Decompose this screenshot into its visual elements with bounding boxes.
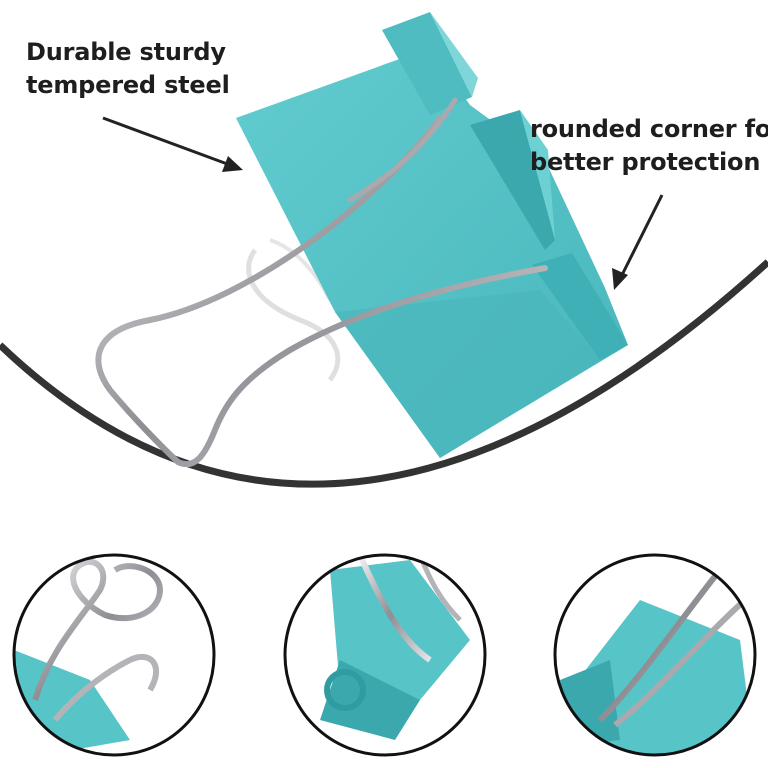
steel-callout-arrow	[102, 116, 243, 172]
corner-callout-line-1: rounded corner for	[530, 115, 768, 143]
detail-circle-folded-edge	[283, 553, 487, 757]
detail-circle-rounded-corner	[553, 553, 757, 757]
corner-callout-line-2: better protection	[530, 148, 761, 176]
binder-clip-body	[236, 12, 628, 458]
steel-callout-line-1: Durable sturdy	[26, 38, 226, 66]
corner-callout-arrow	[612, 194, 664, 290]
wire-handle-front	[95, 115, 548, 467]
detail-circle-wire-loop	[12, 553, 216, 757]
background-arc	[0, 259, 768, 488]
corner-callout-text: rounded corner for better protection	[530, 113, 768, 179]
wire-handle-back	[347, 97, 458, 203]
steel-callout-line-2: tempered steel	[26, 71, 230, 99]
steel-callout-text: Durable sturdy tempered steel	[26, 36, 230, 102]
